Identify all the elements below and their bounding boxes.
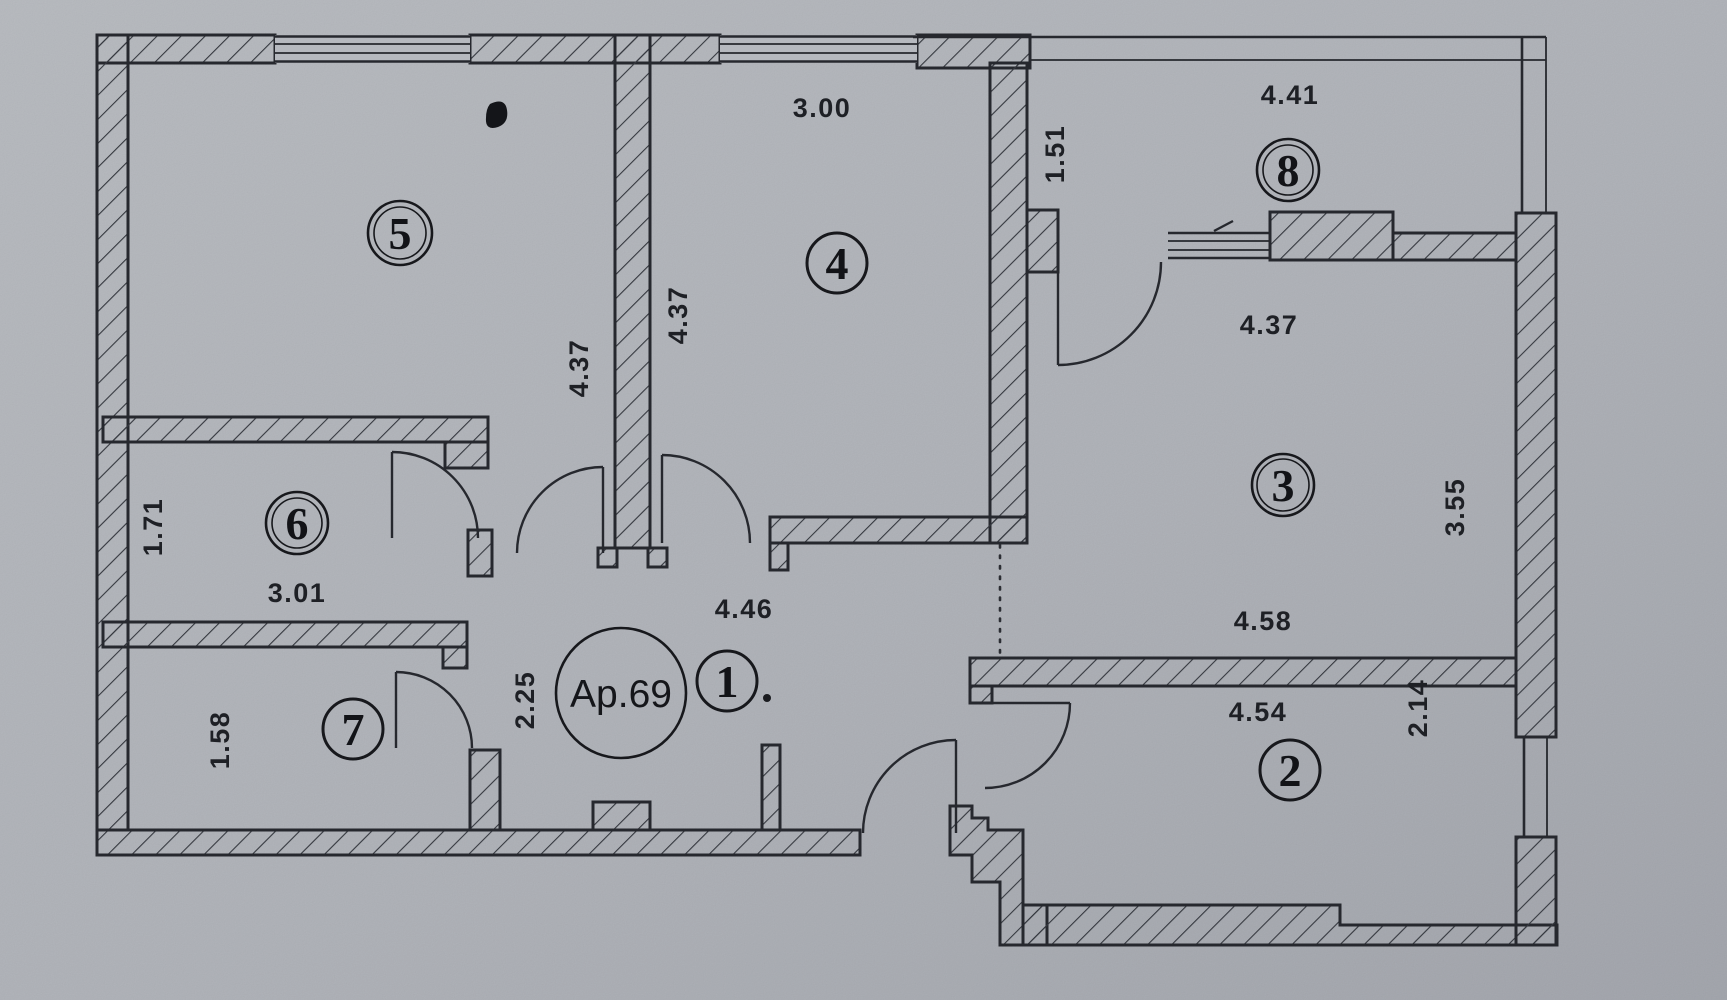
dim-room7-height: 1.58 [205, 711, 235, 770]
window-room5 [275, 35, 470, 63]
wall-foot-right [646, 546, 669, 569]
dim-room6-width: 3.01 [268, 578, 327, 608]
room-number-circle-8 [1255, 137, 1321, 203]
dim-room8-width: 4.41 [1261, 80, 1320, 110]
room-number-5: 5 [389, 208, 412, 259]
ink-dot [763, 694, 771, 702]
window-room4 [720, 35, 917, 63]
window-room2-right [1516, 736, 1556, 838]
room-number-1: 1 [716, 656, 739, 707]
wall-room4-right-step [1025, 208, 1060, 274]
hall-bottom-pilaster [591, 800, 652, 832]
door-room7 [394, 670, 474, 749]
room-number-circle-8-inner [1262, 144, 1314, 196]
apartment-id-circle [554, 626, 688, 760]
dim-room2-height: 2.14 [1403, 679, 1433, 738]
balcony-glazing [913, 35, 1547, 213]
room-6: 6 1.71 3.01 [138, 490, 330, 608]
door-room6 [390, 450, 480, 539]
room-1-hall: Ap.69 1 4.46 2.25 [510, 594, 774, 760]
room-number-circle-4 [805, 231, 869, 295]
dim-hall-width: 4.46 [715, 594, 774, 624]
door-room5 [515, 465, 605, 554]
room-2: 2 4.54 2.14 [1229, 679, 1433, 802]
room-number-circle-5 [366, 199, 434, 267]
window-room8-room3 [1168, 231, 1270, 260]
outer-wall-right-upper [1514, 211, 1558, 739]
room-7: 7 1.58 [205, 697, 385, 770]
room-number-7: 7 [342, 704, 365, 755]
room-number-6: 6 [286, 498, 309, 549]
doors [390, 219, 1234, 834]
door-room4 [660, 453, 752, 544]
wall-room6-room7-end [441, 645, 469, 670]
wall-room3-room2 [968, 656, 1518, 688]
dim-room8-depth: 1.51 [1040, 125, 1070, 184]
dim-room4-width: 3.00 [793, 93, 852, 123]
room-4: 4 3.00 4.37 [663, 93, 869, 345]
dim-room2-width: 4.54 [1229, 697, 1288, 727]
windows [275, 35, 1556, 838]
outer-wall-bottom-left [95, 828, 862, 857]
stub-room7-door [468, 748, 502, 832]
outer-wall-right-lower [1514, 835, 1558, 947]
ink-blot [485, 101, 508, 128]
room-number-circle-1 [695, 649, 759, 713]
door-apartment-entry [861, 738, 958, 834]
wall-room5-room4 [613, 33, 652, 550]
stub-hall-vestibule [760, 743, 782, 832]
room-3: 3 4.37 3.55 4.58 [1234, 310, 1470, 636]
wall-room5-room6 [101, 415, 490, 444]
wall-room6-room7 [101, 620, 469, 649]
wall-room4-right [988, 61, 1029, 545]
dim-hall-height: 2.25 [510, 671, 540, 730]
wall-foot-left [596, 546, 619, 569]
wall-room8-room3-thin [1391, 231, 1518, 262]
dim-room6-height: 1.71 [138, 498, 168, 557]
dim-room3-bottom: 4.58 [1234, 606, 1293, 636]
stub-room6-door [466, 528, 494, 578]
wall-room5-room6-end [443, 440, 490, 470]
wall-room3-room2-step [968, 684, 994, 705]
room-number-circle-5-inner [373, 206, 427, 260]
room-number-8: 8 [1277, 145, 1300, 196]
dim-room4-depth: 4.37 [663, 286, 693, 345]
room-number-circle-6-inner [271, 497, 323, 549]
room-number-circle-6 [264, 490, 330, 556]
door-room2 [984, 701, 1072, 790]
wall-room4-bottom [768, 515, 1029, 545]
wall-room4-bottom-foot [768, 541, 790, 572]
dim-room3-right: 3.55 [1440, 478, 1470, 537]
room-number-4: 4 [826, 238, 849, 289]
outer-wall-top-middle [468, 33, 722, 65]
room-8-balcony: 8 4.41 1.51 [1040, 80, 1321, 203]
dim-room5-depth: 4.37 [564, 339, 594, 398]
room-number-3: 3 [1272, 460, 1295, 511]
room-number-2: 2 [1279, 745, 1302, 796]
door-balcony-room8 [1056, 219, 1234, 367]
room-number-circle-3-inner [1256, 458, 1310, 512]
room-number-circle-2 [1258, 738, 1322, 802]
walls [95, 33, 1559, 947]
room-5: 5 4.37 [366, 101, 594, 398]
wall-room8-room3-thick [1268, 210, 1395, 262]
apartment-id-label: Ap.69 [570, 673, 672, 716]
room-number-circle-3 [1250, 452, 1316, 518]
dim-room3-top: 4.37 [1240, 310, 1299, 340]
room-number-circle-7 [321, 697, 385, 761]
